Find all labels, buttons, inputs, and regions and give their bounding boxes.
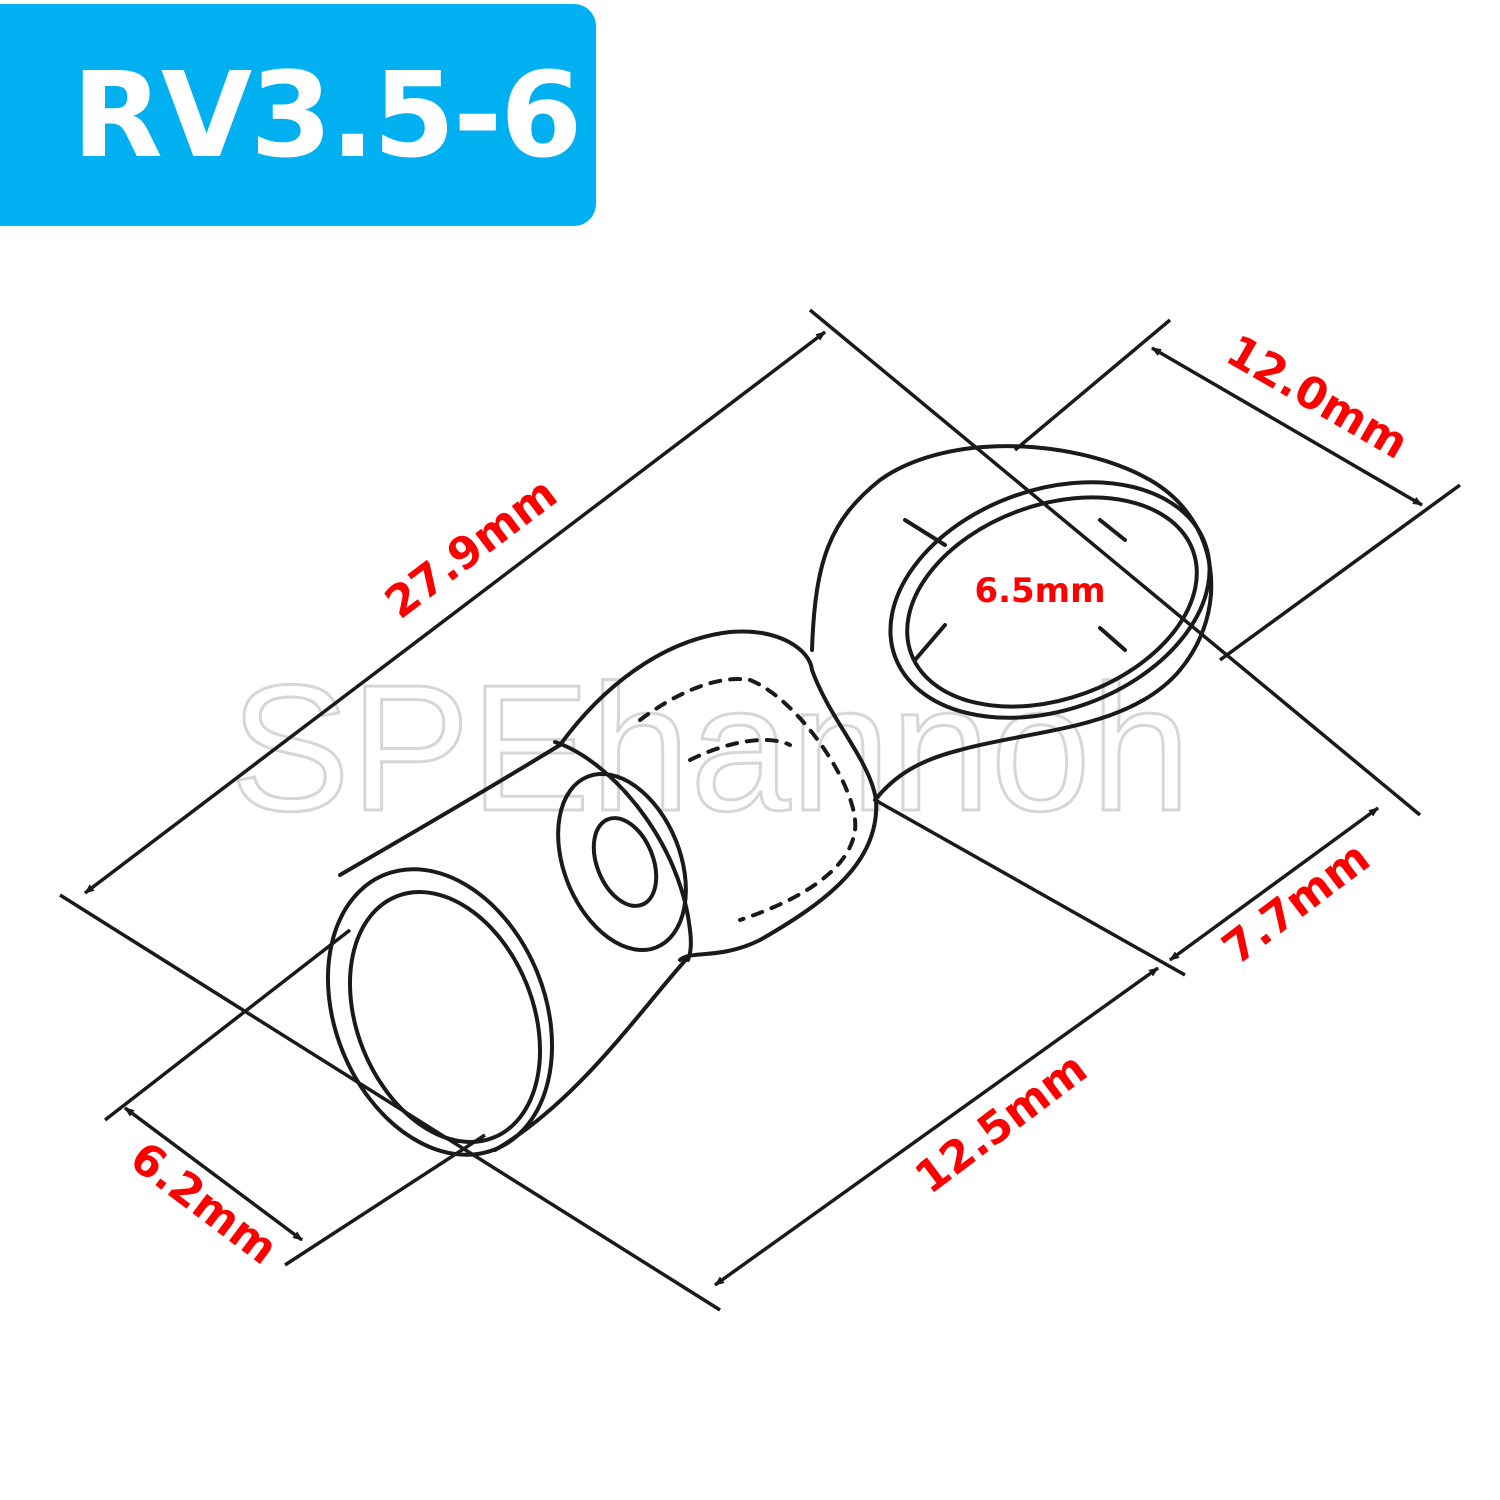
- dim-stud-hole: 6.5mm: [974, 571, 1105, 611]
- dim-ring-width: 12.0mm: [1218, 325, 1417, 469]
- extension-line: [1013, 318, 1172, 452]
- ring-hole: [888, 480, 1212, 720]
- hole-mark: [913, 623, 947, 662]
- dim-line-total-length: [83, 330, 827, 895]
- dim-line-ring-width: [1151, 346, 1423, 507]
- hole-mark: [1098, 518, 1127, 542]
- extension-line: [59, 893, 721, 1312]
- sleeve-front-inner: [347, 890, 543, 1144]
- product-title: RV3.5-6: [72, 46, 582, 184]
- dim-sleeve-length: 12.5mm: [906, 1043, 1097, 1204]
- ring-hole-inner: [905, 495, 1199, 709]
- extension-line: [1218, 483, 1462, 662]
- hole-mark: [1098, 626, 1127, 652]
- extension-line: [103, 928, 352, 1122]
- extension-line: [808, 308, 1422, 817]
- title-badge: RV3.5-6: [0, 4, 596, 226]
- dim-line-ring-length: [1168, 806, 1380, 962]
- barrel-dashed: [738, 678, 858, 922]
- sleeve-front-bottom: [493, 953, 692, 1152]
- dim-line-sleeve-length: [713, 966, 1160, 1287]
- hole-mark: [903, 518, 947, 547]
- extension-line: [874, 798, 1186, 977]
- dim-ring-length: 7.7mm: [1213, 832, 1379, 975]
- dim-line-sleeve-diameter: [123, 1106, 304, 1242]
- dimension-lines: [59, 308, 1462, 1312]
- extension-line: [284, 1133, 486, 1267]
- dim-sleeve-diameter: 6.2mm: [121, 1132, 287, 1275]
- watermark-text: SPEhannoh: [230, 648, 1191, 849]
